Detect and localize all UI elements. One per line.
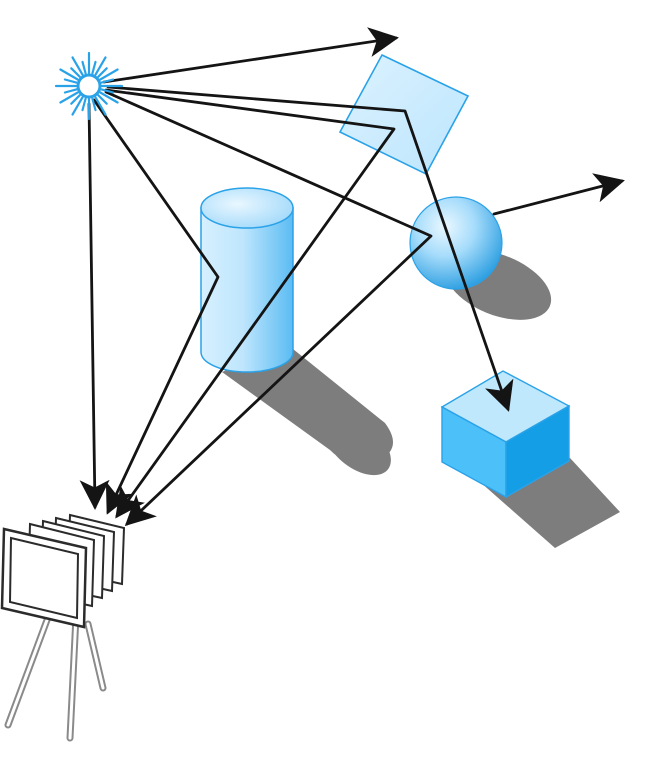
light-source-spike	[71, 56, 84, 76]
ray-direct-to-camera	[79, 102, 110, 510]
light-source-spike	[100, 88, 115, 94]
light-source-spike	[71, 96, 84, 116]
ray-via-square-to-cube	[106, 85, 514, 412]
ray-to-sky	[102, 27, 399, 84]
light-source-icon	[54, 51, 124, 121]
light-source-spike	[100, 78, 115, 84]
ray-via-sphere	[104, 90, 433, 527]
light-source-spike	[81, 60, 87, 75]
ray-via-square	[104, 88, 396, 519]
light-source-spike	[91, 97, 97, 112]
light-source-spike	[81, 97, 87, 112]
light-source-spike	[94, 56, 107, 76]
light-source-spike	[70, 67, 81, 78]
cylinder-shadow-end	[325, 416, 391, 476]
ray-via-cylinder	[92, 98, 220, 515]
light-source-spike	[97, 67, 108, 78]
light-source-spike	[97, 94, 108, 105]
ray-sphere-out	[492, 173, 625, 216]
light-source-spike	[99, 91, 119, 104]
cylinder-icon	[200, 187, 294, 373]
light-rays	[79, 27, 625, 527]
rotated-square-icon	[338, 53, 470, 176]
light-source-spike	[70, 94, 81, 105]
light-source-spike	[91, 60, 97, 75]
light-source-spike	[99, 68, 119, 81]
light-source-spike	[63, 78, 78, 84]
camera-icon	[0, 513, 126, 742]
light-source-spike	[63, 88, 78, 94]
light-source-spike	[59, 91, 79, 104]
light-source-spike	[94, 96, 107, 116]
light-source-spike	[59, 68, 79, 81]
sphere-icon	[409, 196, 503, 290]
